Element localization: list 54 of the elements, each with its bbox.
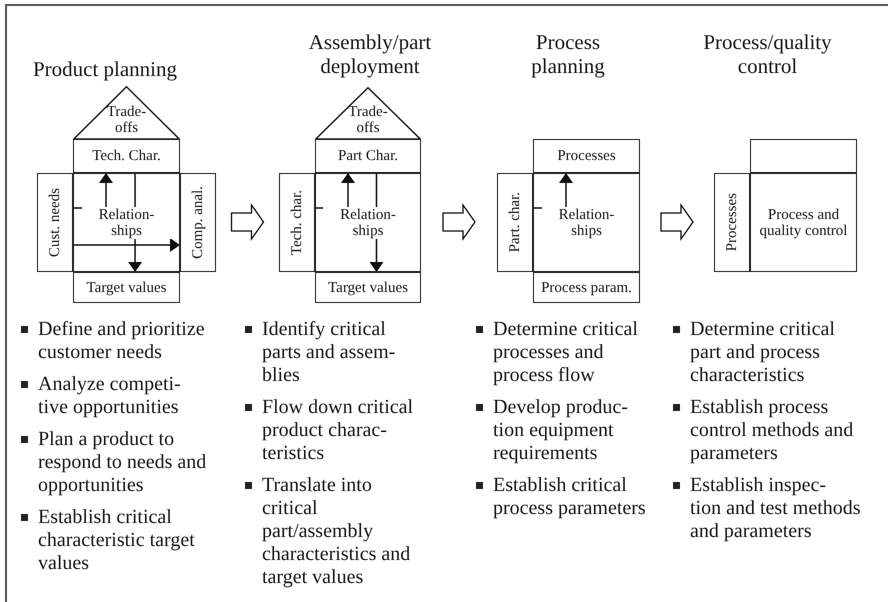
bullet-item: Establish critical characteristic target values — [20, 506, 208, 575]
matrix-box — [533, 139, 640, 173]
bullet-item: Plan a product to respond to needs and opportunities — [20, 428, 208, 497]
column-label: Processes — [724, 193, 740, 252]
matrix-box — [73, 272, 180, 303]
matrix-box — [750, 173, 857, 272]
box-label: Processes — [557, 148, 616, 164]
stage-heading: Process/quality control — [702, 30, 833, 78]
box-label: Trade- offs — [347, 104, 389, 138]
side-column — [37, 173, 73, 272]
box-label: Target values — [328, 280, 408, 296]
bullet-item: Define and prioritize customer needs — [20, 318, 208, 364]
block-arrow — [230, 202, 264, 242]
block-arrow — [660, 202, 694, 242]
column-label: Comp. anal. — [190, 186, 206, 259]
bullet-item: Flow down critical product charac- teristics — [244, 396, 428, 465]
matrix-box — [315, 173, 421, 272]
matrix-box — [750, 139, 857, 173]
stage-heading: Assembly/part deployment — [308, 30, 432, 78]
matrix-box — [533, 173, 640, 272]
column-label: Tech. char. — [289, 190, 305, 256]
bullet-item: Analyze competi- tive opportunities — [20, 373, 208, 419]
matrix-box — [315, 272, 421, 303]
stage-heading: Process planning — [530, 30, 606, 78]
arrow — [73, 240, 180, 250]
side-column — [279, 173, 315, 272]
matrix-box — [73, 139, 180, 173]
side-column — [497, 173, 533, 272]
side-column — [714, 173, 750, 272]
box-label: Process param. — [541, 280, 632, 296]
matrix-box — [315, 139, 421, 173]
bullet-item: Determine critical part and process characteristics — [672, 318, 861, 387]
bullet-item: Establish critical process parameters — [475, 474, 654, 520]
bullet-item: Identify critical parts and assem- blies — [244, 318, 428, 387]
bullet-item: Determine critical processes and process flow — [475, 318, 654, 387]
bullet-item: Establish process control methods and parameters — [672, 396, 861, 465]
matrix-box — [533, 272, 640, 303]
box-label: Part Char. — [338, 148, 398, 164]
bullet-item: Develop produc- tion equipment requirements — [475, 396, 654, 465]
box-label: Target values — [86, 280, 166, 296]
box-label: Relation- ships — [82, 206, 172, 238]
bullet-item: Establish inspec- tion and test methods and parameters — [672, 474, 861, 543]
side-column — [180, 173, 216, 272]
column-label: Part. char. — [507, 192, 523, 253]
box-label: Tech. Char. — [92, 148, 161, 164]
roof-triangle — [73, 86, 180, 139]
stage-heading: Product planning — [32, 57, 178, 81]
roof-triangle — [315, 87, 421, 139]
column-label: Cust. needs — [47, 188, 63, 258]
box-label: Trade- offs — [106, 104, 148, 138]
box-label: Process and quality control — [758, 206, 848, 238]
bullet-item: Translate into critical part/assembly characteristics and target values — [244, 474, 428, 589]
block-arrow — [442, 202, 476, 242]
matrix-box — [73, 173, 180, 272]
